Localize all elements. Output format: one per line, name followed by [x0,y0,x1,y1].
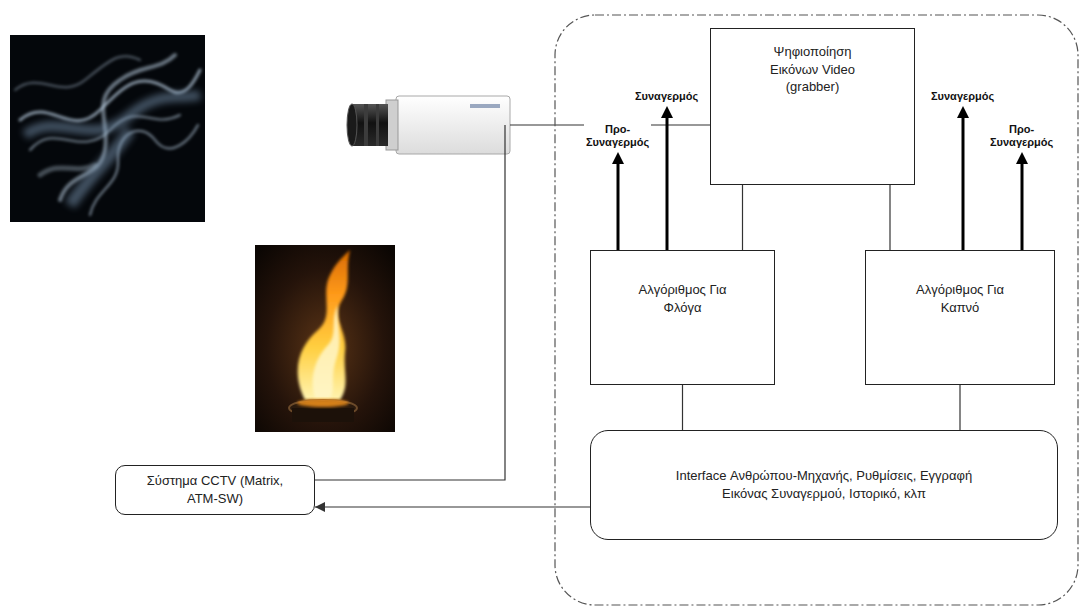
prealarm-arrow [1021,162,1024,250]
lens-ring [376,104,379,146]
flame-photo [255,245,395,432]
flame-shape [298,250,350,400]
connector-line [315,506,590,507]
alarm-arrow [962,116,965,250]
node-text: Ψηφιοποίηση Εικόνων Video (grabber) [758,43,868,96]
interface-box: Interface Ανθρώπου-Μηχανής, Ρυθμίσεις, Ε… [590,430,1058,540]
lens-ring [364,104,368,146]
prealarm-arrow [617,162,620,250]
arrow-head [612,152,624,164]
flame-core [313,305,340,398]
system-box: Σύστημα CCTV (Matrix, ATM-SW) [115,465,315,515]
node-text: Σύστημα CCTV (Matrix, ATM-SW) [145,472,285,507]
burner-glow [297,399,349,407]
lens-front [347,104,357,146]
connector-line [742,185,743,250]
alarm-label: Προ- Συναγερμός [988,123,1055,149]
connector-line [889,185,890,250]
system-boundary [555,15,1078,605]
algorithm-box: Αλγόριθμος Για Φλόγα [590,250,775,385]
video-wire [315,125,505,480]
connector-line [959,385,960,430]
smoke-photo [10,35,205,222]
burner-base [292,408,354,422]
arrow-head [1016,152,1028,164]
node-text: Interface Ανθρώπου-Μηχανής, Ρυθμίσεις, Ε… [659,467,989,502]
alarm-label: Συναγερμός [929,90,996,103]
camera-logo [470,104,500,108]
alarm-label: Προ- Συναγερμός [584,123,651,149]
arrow-head [661,106,673,118]
node-text: Αλγόριθμος Για Φλόγα [637,281,729,316]
node-text: Αλγόριθμος Για Καπνό [914,281,1006,316]
connector-line [682,385,683,430]
alarm-label: Συναγερμός [633,90,700,103]
arrow-head [957,106,969,118]
smoke-background [10,35,205,222]
smoke-wisps [15,55,200,215]
flame-background [255,245,395,432]
algorithm-box: Αλγόριθμος Για Καπνό [865,250,1055,385]
camera-body [396,96,510,154]
camera-icon [347,96,510,154]
process-box: Ψηφιοποίηση Εικόνων Video (grabber) [710,28,915,185]
alarm-arrow [666,116,669,250]
smoke-haze [25,95,200,205]
